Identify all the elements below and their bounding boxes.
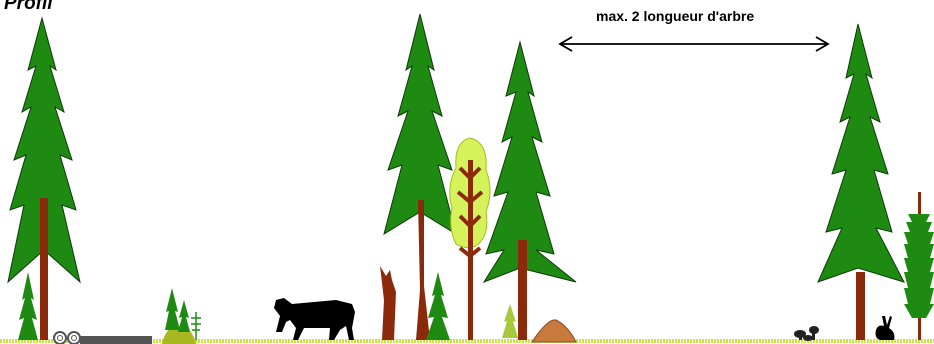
stump-with-seedlings (162, 288, 201, 344)
distance-arrow (560, 37, 828, 51)
log-pile (54, 332, 152, 344)
seedling-center (502, 304, 518, 338)
cow-icon (274, 298, 355, 340)
conifer-tree-left (8, 18, 80, 340)
anthill (532, 320, 576, 342)
young-spruce (426, 272, 450, 340)
sapling-left (18, 272, 38, 340)
deciduous-tree (450, 138, 490, 340)
dead-snag (380, 266, 396, 340)
rabbit-icon (876, 316, 895, 340)
conifer-tree-center-right (484, 42, 576, 340)
conifer-tree-right (818, 24, 904, 340)
column-spruce (904, 192, 934, 340)
